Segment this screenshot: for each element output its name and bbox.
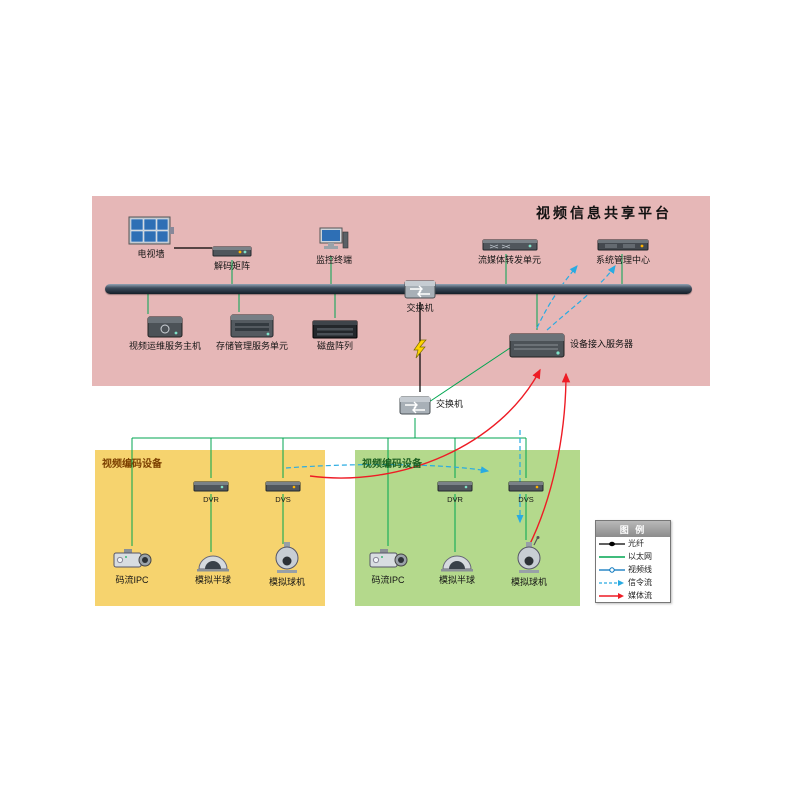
zone-left-title: 视频编码设备 [102,459,162,470]
system-mgmt-center-icon [597,239,649,251]
access-server-icon [509,333,565,358]
ethernet-line-icon [599,555,625,558]
system-mgmt-center-label: 系统管理中心 [596,255,651,265]
left-dvr-label: DVR [203,495,219,504]
ptz-camera-antenna-icon [517,536,541,573]
node-storage-mgmt-unit: 存储管理服务单元 [216,312,288,352]
media-flow-icon [599,592,624,599]
node-video-ops-host: 视频运维服务主机 [129,314,201,352]
fiber-line-icon [599,541,625,546]
dvr-icon [437,481,473,492]
decoder-matrix-label: 解码矩阵 [213,261,250,271]
node-decoder-matrix: 解码矩阵 [212,242,252,272]
node-left-dvs: DVS [265,478,301,504]
dvs-icon [508,481,544,492]
node-access-server: 设备接入服务器 [508,330,633,360]
dvr-icon [193,481,229,492]
legend-row-signal: 信令流 [596,576,670,589]
switch-top-label: 交换机 [406,303,434,313]
node-stream-forward-unit: 流媒体转发单元 [478,234,541,266]
node-right-dvr: DVR [437,478,473,504]
legend-video-label: 视频线 [628,565,652,574]
node-left-ipc: 码流IPC [111,546,153,586]
node-left-dome: 模拟半球 [195,552,231,586]
stream-forward-unit-label: 流媒体转发单元 [478,255,542,265]
node-system-mgmt-center: 系统管理中心 [596,234,650,266]
node-monitor-terminal: 监控终端 [316,226,352,266]
monitor-terminal-label: 监控终端 [316,255,353,265]
left-ipc-label: 码流IPC [115,575,149,585]
storage-mgmt-unit-icon [230,314,274,338]
right-ipc-label: 码流IPC [371,575,405,585]
legend: 图 例 光纤 以太网 视频线 信令流 [595,520,671,603]
node-right-dome: 模拟半球 [439,552,475,586]
access-server-label: 设备接入服务器 [570,339,634,350]
right-ptz-label: 模拟球机 [511,577,548,587]
ipc-camera-icon [113,549,152,568]
node-disk-array: 磁盘阵列 [312,318,358,352]
video-ops-host-icon [147,316,183,338]
right-dome-label: 模拟半球 [439,575,476,585]
right-dvr-label: DVR [447,495,463,504]
legend-row-fiber: 光纤 [596,537,670,550]
legend-media-label: 媒体流 [628,591,652,600]
legend-row-video: 视频线 [596,563,670,576]
legend-title: 图 例 [596,521,670,537]
legend-signal-label: 信令流 [628,578,652,587]
node-right-ipc: 码流IPC [367,546,409,586]
node-tv-wall: 电视墙 [128,216,174,260]
ipc-camera-icon [369,549,408,568]
node-left-ptz: 模拟球机 [269,542,305,588]
storage-mgmt-unit-label: 存储管理服务单元 [216,341,289,351]
switch-mid-icon [399,396,431,415]
signal-flow-icon [599,579,624,586]
ptz-camera-icon [275,542,299,573]
encoder-zone-left [95,450,325,606]
decoder-matrix-icon [212,246,252,257]
right-dvs-label: DVS [518,495,534,504]
backbone-bus [105,284,692,294]
left-dome-label: 模拟半球 [195,575,232,585]
video-line-icon [599,566,625,573]
switch-mid-label: 交换机 [436,399,464,410]
node-right-ptz: 模拟球机 [511,536,547,588]
dome-camera-icon [441,555,473,572]
node-switch-mid: 交换机 [398,392,463,418]
dvs-icon [265,481,301,492]
stream-forward-unit-icon [482,239,537,251]
tv-wall-label: 电视墙 [137,249,165,259]
legend-fiber-label: 光纤 [628,539,644,548]
legend-ethernet-label: 以太网 [628,552,652,561]
disk-array-label: 磁盘阵列 [316,341,353,351]
left-ptz-label: 模拟球机 [269,577,306,587]
node-switch-top: 交换机 [403,276,437,314]
disk-array-icon [312,320,358,339]
dome-camera-icon [197,555,229,572]
tv-wall-icon [128,216,174,245]
video-ops-host-label: 视频运维服务主机 [129,341,202,351]
diagram-title: 视频信息共享平台 [536,205,672,221]
legend-row-media: 媒体流 [596,589,670,602]
zone-right-title: 视频编码设备 [362,459,422,470]
left-dvs-label: DVS [275,495,291,504]
switch-top-icon [404,280,436,299]
monitor-terminal-icon [319,227,349,249]
legend-row-ethernet: 以太网 [596,550,670,563]
node-right-dvs: DVS [508,478,544,504]
node-left-dvr: DVR [193,478,229,504]
